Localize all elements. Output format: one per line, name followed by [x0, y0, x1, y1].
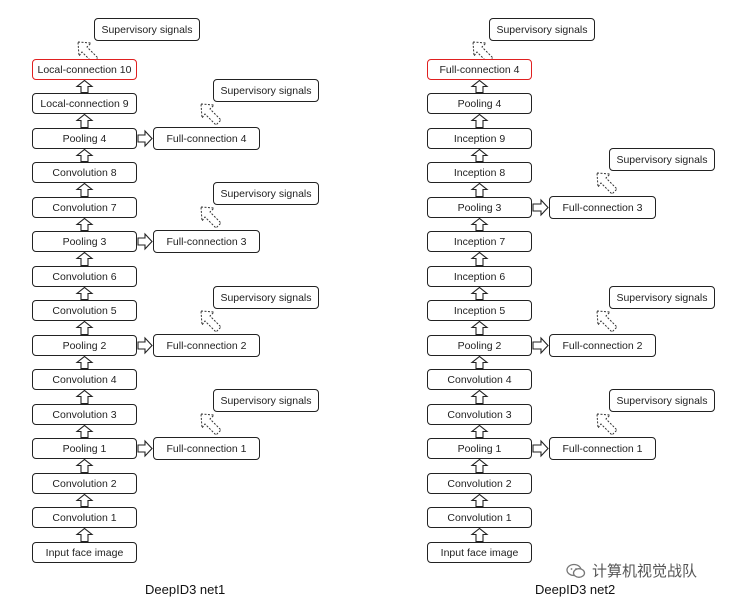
net2-up-arrow-6: [470, 251, 489, 267]
net2-up-arrow-5: [470, 217, 489, 232]
net1-layer-pooling-3: Pooling 3: [32, 231, 137, 252]
net2-branch-full-connection-3: Full-connection 3: [549, 196, 656, 219]
net2-layer-pooling-2: Pooling 2: [427, 335, 532, 356]
net1-up-arrow-5: [75, 217, 94, 232]
net1-up-arrow-1: [75, 79, 94, 94]
net2-up-arrow-13: [470, 493, 489, 508]
net1-layer-convolution-5: Convolution 5: [32, 300, 137, 321]
net1-branch-signal-arrow-2: [200, 206, 222, 229]
net1-layer-convolution-6: Convolution 6: [32, 266, 137, 287]
net1-layer-convolution-7: Convolution 7: [32, 197, 137, 218]
net2-up-arrow-4: [470, 182, 489, 198]
net2-up-arrow-11: [470, 424, 489, 439]
net1-right-arrow-1: [137, 232, 153, 251]
net2-up-arrow-10: [470, 389, 489, 405]
net1-up-arrow-7: [75, 286, 94, 301]
net2-right-arrow-0: [532, 198, 549, 217]
net1-right-arrow-2: [137, 336, 153, 355]
net1-caption: DeepID3 net1: [145, 582, 226, 597]
net1-branch-signal-arrow-4: [200, 413, 222, 436]
net2-top-signal-arrow: [472, 41, 494, 64]
net2-layer-pooling-3: Pooling 3: [427, 197, 532, 218]
net2-branch-signal-arrow-1: [596, 172, 618, 195]
net2-layer-convolution-3: Convolution 3: [427, 404, 532, 425]
net2-up-arrow-2: [470, 113, 489, 129]
net1-up-arrow-14: [75, 527, 94, 543]
net2-up-arrow-1: [470, 79, 489, 94]
wechat-icon: [566, 563, 586, 578]
net1-branch-signal-2: Supervisory signals: [213, 182, 319, 205]
net1-layer-pooling-1: Pooling 1: [32, 438, 137, 459]
net1-up-arrow-8: [75, 320, 94, 336]
net1-branch-full-connection-3: Full-connection 3: [153, 230, 260, 253]
net2-up-arrow-14: [470, 527, 489, 543]
net2-top-supervisory-signal: Supervisory signals: [489, 18, 595, 41]
net1-right-arrow-3: [137, 439, 153, 458]
net2-branch-full-connection-1: Full-connection 1: [549, 437, 656, 460]
net1-up-arrow-3: [75, 148, 94, 163]
net2-branch-signal-1: Supervisory signals: [609, 148, 715, 171]
net1-layer-local-connection-10: Local-connection 10: [32, 59, 137, 80]
net2-up-arrow-3: [470, 148, 489, 163]
watermark: 计算机视觉战队: [566, 560, 697, 581]
net1-layer-input-face-image: Input face image: [32, 542, 137, 563]
net1-top-supervisory-signal: Supervisory signals: [94, 18, 200, 41]
net2-right-arrow-1: [532, 336, 549, 355]
net2-layer-pooling-4: Pooling 4: [427, 93, 532, 114]
net1-up-arrow-6: [75, 251, 94, 267]
net1-up-arrow-10: [75, 389, 94, 405]
net1-top-signal-arrow: [77, 41, 99, 64]
net1-branch-full-connection-4: Full-connection 4: [153, 127, 260, 150]
net2-layer-inception-8: Inception 8: [427, 162, 532, 183]
net1-branch-signal-arrow-1: [200, 103, 222, 126]
net1-layer-convolution-8: Convolution 8: [32, 162, 137, 183]
net1-layer-convolution-3: Convolution 3: [32, 404, 137, 425]
net2-branch-full-connection-2: Full-connection 2: [549, 334, 656, 357]
net1-branch-signal-1: Supervisory signals: [213, 79, 319, 102]
net2-layer-inception-9: Inception 9: [427, 128, 532, 149]
net1-branch-signal-4: Supervisory signals: [213, 389, 319, 412]
net2-layer-convolution-2: Convolution 2: [427, 473, 532, 494]
net1-layer-pooling-4: Pooling 4: [32, 128, 137, 149]
net1-layer-convolution-2: Convolution 2: [32, 473, 137, 494]
net2-up-arrow-12: [470, 458, 489, 474]
net2-caption: DeepID3 net2: [535, 582, 616, 597]
net2-branch-signal-arrow-2: [596, 310, 618, 333]
net1-branch-full-connection-2: Full-connection 2: [153, 334, 260, 357]
net2-layer-convolution-4: Convolution 4: [427, 369, 532, 390]
net1-up-arrow-13: [75, 493, 94, 508]
net1-layer-local-connection-9: Local-connection 9: [32, 93, 137, 114]
net2-right-arrow-2: [532, 439, 549, 458]
net2-layer-inception-7: Inception 7: [427, 231, 532, 252]
net1-layer-convolution-4: Convolution 4: [32, 369, 137, 390]
net2-up-arrow-7: [470, 286, 489, 301]
net2-layer-pooling-1: Pooling 1: [427, 438, 532, 459]
net2-layer-convolution-1: Convolution 1: [427, 507, 532, 528]
net1-up-arrow-4: [75, 182, 94, 198]
net1-branch-full-connection-1: Full-connection 1: [153, 437, 260, 460]
net1-branch-signal-arrow-3: [200, 310, 222, 333]
net2-branch-signal-arrow-3: [596, 413, 618, 436]
net1-layer-pooling-2: Pooling 2: [32, 335, 137, 356]
net2-layer-input-face-image: Input face image: [427, 542, 532, 563]
net2-layer-inception-5: Inception 5: [427, 300, 532, 321]
net1-up-arrow-11: [75, 424, 94, 439]
net1-branch-signal-3: Supervisory signals: [213, 286, 319, 309]
net1-layer-convolution-1: Convolution 1: [32, 507, 137, 528]
net2-branch-signal-3: Supervisory signals: [609, 389, 715, 412]
watermark-text: 计算机视觉战队: [592, 563, 698, 580]
net1-up-arrow-12: [75, 458, 94, 474]
net2-up-arrow-9: [470, 355, 489, 370]
net1-up-arrow-9: [75, 355, 94, 370]
net2-up-arrow-8: [470, 320, 489, 336]
net1-up-arrow-2: [75, 113, 94, 129]
net2-layer-inception-6: Inception 6: [427, 266, 532, 287]
net1-right-arrow-0: [137, 129, 153, 148]
net2-layer-full-connection-4: Full-connection 4: [427, 59, 532, 80]
net2-branch-signal-2: Supervisory signals: [609, 286, 715, 309]
